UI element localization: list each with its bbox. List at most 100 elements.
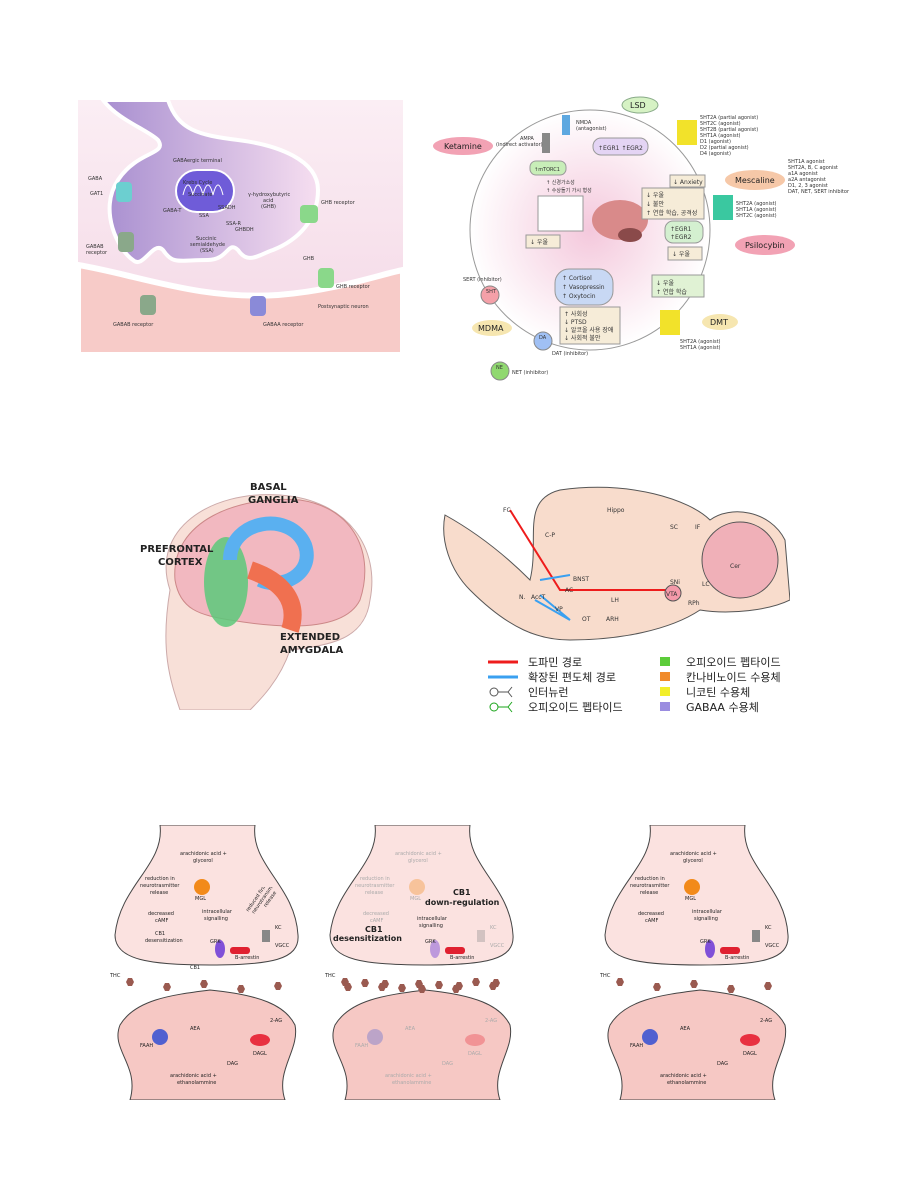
dmt-effect: ↑ 연합 학습	[656, 288, 687, 296]
brain-image	[592, 200, 648, 242]
mgl-enzyme-icon	[684, 879, 700, 895]
ag-label: 2-AG	[760, 1018, 772, 1024]
grk-icon	[705, 940, 715, 958]
faah-label: FAAH	[140, 1043, 153, 1049]
legend-item: 확장된 편도체 경로	[528, 671, 616, 684]
gabab-receptor-icon	[118, 232, 134, 252]
lsd-effect: ↓ 불안	[646, 200, 664, 208]
svg-text:OT: OT	[582, 616, 591, 623]
faah-enzyme-icon	[367, 1029, 383, 1045]
reduction1-label: reduction in	[145, 876, 175, 882]
lsd-effect: ↑ 연합 학습, 공격성	[646, 209, 697, 217]
svg-text:IF: IF	[695, 524, 701, 531]
svg-text:AccT: AccT	[531, 594, 546, 601]
svg-text:a2A antagonist: a2A antagonist	[788, 177, 826, 183]
dagl-enzyme-icon	[465, 1034, 485, 1046]
thc-molecule-icon	[764, 982, 772, 990]
nmda-label: NMDA	[576, 120, 592, 126]
dag-label: DAG	[717, 1061, 728, 1067]
grk-label: GRK	[425, 939, 436, 945]
dendrite-image	[537, 195, 584, 232]
rat-brain-pathway-figure: FC Hippo SC IF C-P Cer BNST AccT N. AC V…	[443, 486, 790, 714]
downreg2-label: down-regulation	[425, 898, 500, 907]
gabab-receptor-label: GABAB receptor	[113, 322, 154, 328]
basal-ganglia-label-2: GANGLIA	[248, 495, 299, 506]
gabaa-receptor-label: GABAA receptor	[263, 322, 304, 328]
svg-text:N.: N.	[519, 594, 525, 601]
region-labels: FC Hippo SC IF C-P Cer BNST AccT N. AC V…	[503, 507, 741, 623]
ampa-label: AMPA	[520, 136, 534, 142]
thc-label: THC	[325, 973, 336, 979]
mdma-effect: ↓ 사회적 불안	[564, 334, 601, 342]
ssa-full-label: Succinic	[196, 236, 217, 242]
decreased2-label: cAMF	[155, 918, 168, 924]
vgcc-label: VGCC	[765, 943, 780, 949]
kc-channel-icon	[262, 930, 270, 942]
lsd-receptor-list: 5HT2A (partial agonist) 5HT2C (agonist) …	[700, 115, 758, 157]
receptor-label: receptor	[86, 250, 108, 256]
gabab-label: GABAB	[86, 244, 104, 250]
mgl-label: MGL	[410, 896, 421, 902]
svg-text:5HT2A (agonist): 5HT2A (agonist)	[736, 201, 777, 207]
succinate-label: Succinate	[188, 192, 213, 198]
svg-text:5HT2A, B, C agonist: 5HT2A, B, C agonist	[788, 165, 838, 171]
faah-enzyme-icon	[152, 1029, 168, 1045]
nmda-sub-label: (antagonist)	[576, 126, 607, 132]
legend: 도파민 경로 확장된 편도체 경로 인터뉴런 오피오이드 펩타이드 오피오이드 …	[488, 656, 781, 714]
ghb-receptor-post-icon	[318, 268, 334, 288]
hormone: ↑ Oxytocin	[562, 293, 596, 300]
postsynaptic-terminal	[607, 989, 787, 1100]
ghb-receptor-label: GHB receptor	[321, 200, 356, 206]
dagl-enzyme-icon	[250, 1034, 270, 1046]
prefrontal-label-2: CORTEX	[158, 557, 203, 568]
mgl-label: MGL	[685, 896, 696, 902]
gabab-receptor-post-icon	[140, 295, 156, 315]
mtorc1-box: ↑mTORC1	[534, 167, 560, 173]
decreased1-label: decreased	[363, 911, 389, 917]
intracellular2-label: signalling	[419, 923, 443, 929]
thc-molecule-icon	[653, 983, 661, 991]
svg-text:5HT1A (agonist): 5HT1A (agonist)	[680, 345, 721, 351]
thc-label: THC	[110, 973, 121, 979]
aa-eth2-label: ethanolammine	[177, 1080, 216, 1086]
legend-item: 도파민 경로	[528, 656, 582, 669]
ne-label: NE	[496, 365, 503, 371]
prefrontal-label: PREFRONTAL	[140, 544, 214, 555]
aa-glycerol2-label: glycerol	[683, 858, 703, 864]
legend-item: 오피오이드 펩타이드	[528, 701, 623, 714]
barrestin-label: B-arrestin	[450, 955, 474, 961]
thc-molecule-icon	[418, 985, 426, 993]
vgcc-label: VGCC	[275, 943, 290, 949]
grk-icon	[215, 940, 225, 958]
thc-label: THC	[600, 973, 611, 979]
kc-label: KC	[490, 925, 497, 931]
thc-molecule-icon	[361, 979, 369, 987]
5ht-label: 5HT	[486, 289, 497, 295]
aa-glycerol1-label: arachidonic acid +	[670, 851, 717, 857]
svg-text:BNST: BNST	[573, 576, 589, 583]
reward-circuit-head-figure: BASAL GANGLIA PREFRONTAL CORTEX EXTENDED…	[140, 482, 373, 710]
decreased2-label: cAMF	[645, 918, 658, 924]
ghb-acid-label-3: (GHB)	[261, 204, 276, 210]
ghb-label: GHB	[303, 256, 315, 262]
aa-eth2-label: ethanolammine	[392, 1080, 431, 1086]
vta-region	[664, 584, 682, 602]
gaba-label: GABA	[88, 176, 103, 182]
svg-text:D1 (agonist): D1 (agonist)	[700, 139, 731, 145]
ghb-acid-label-2: acid	[263, 198, 273, 204]
svg-text:Hippo: Hippo	[607, 507, 625, 514]
svg-text:SC: SC	[670, 524, 678, 531]
thc-molecule-icon	[398, 984, 406, 992]
net-transporter-icon	[490, 361, 510, 381]
ssa-label: SSA	[199, 213, 209, 219]
dmt-effect: ↓ 우울	[656, 280, 674, 287]
cb1des2-label: desensitization	[145, 938, 183, 944]
depression-box-1: ↓ 우울	[530, 239, 548, 246]
aa-eth1-label: arachidonic acid +	[170, 1073, 217, 1079]
svg-text:5HT1A (agonist): 5HT1A (agonist)	[736, 207, 777, 213]
barrestin-icon	[230, 947, 250, 954]
aea-label: AEA	[190, 1026, 201, 1032]
svg-text:Cer: Cer	[730, 563, 741, 570]
lsd-effects-box	[641, 187, 705, 220]
ghbdh-label: GHBDH	[235, 227, 254, 233]
